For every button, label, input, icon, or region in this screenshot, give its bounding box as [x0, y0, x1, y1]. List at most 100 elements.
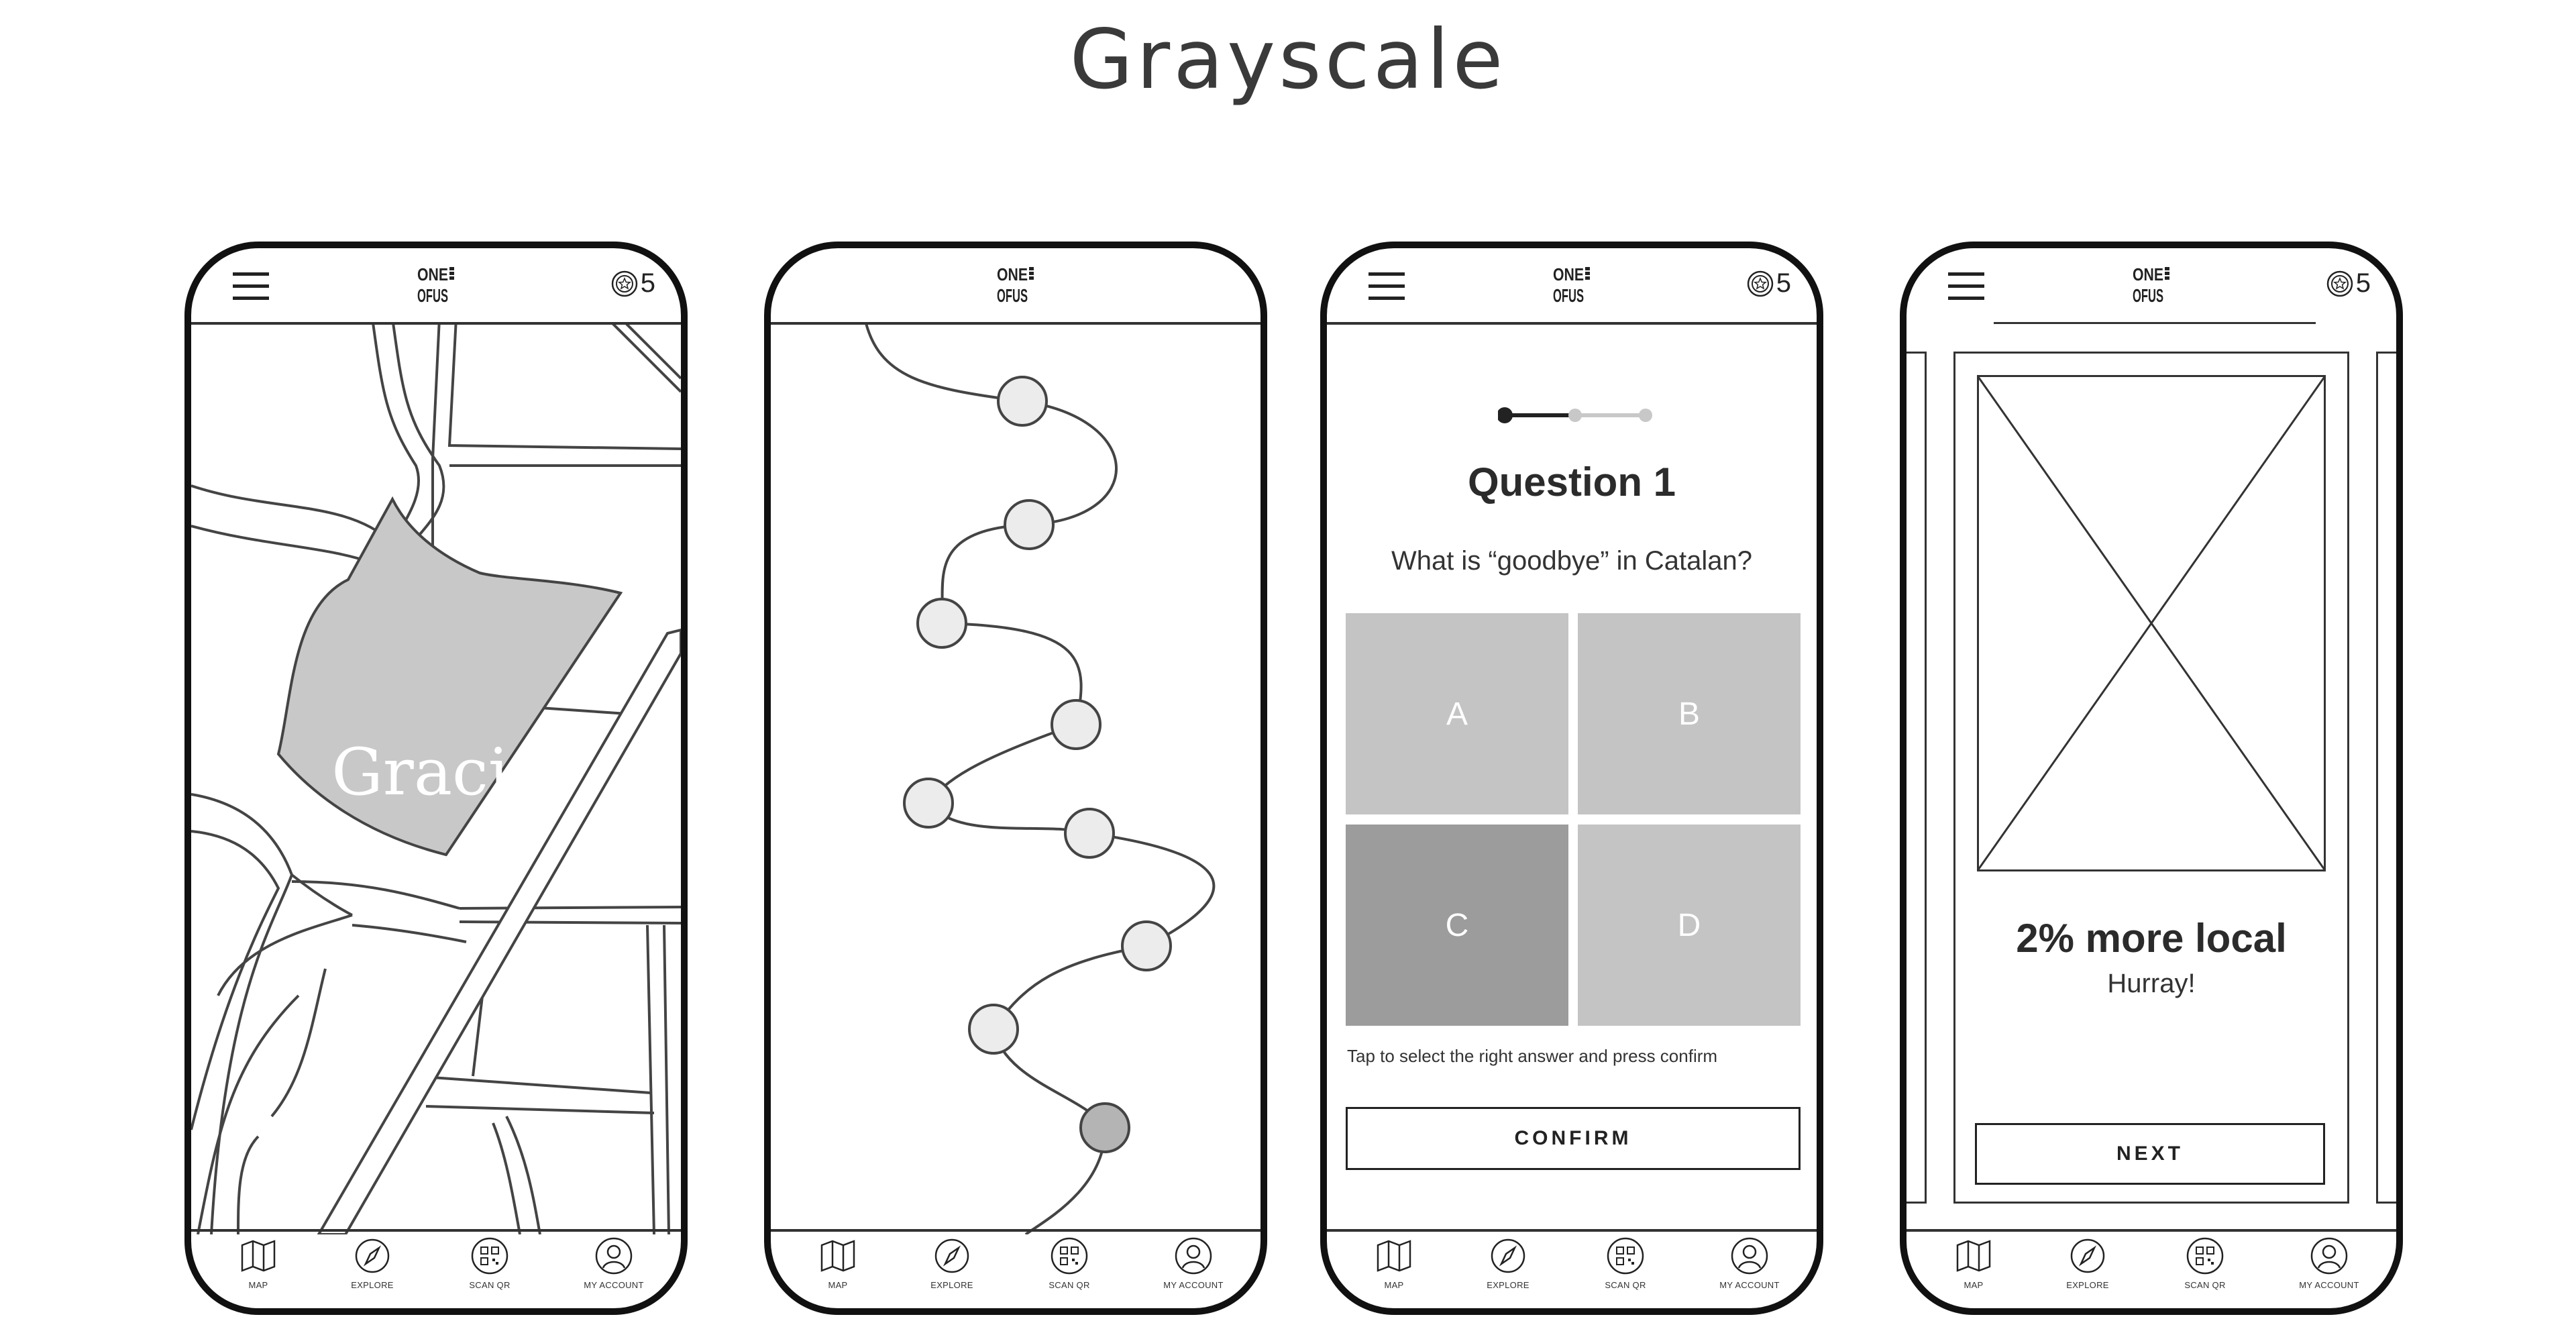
- tab-scan-qr[interactable]: SCAN QR: [1029, 1236, 1110, 1303]
- street-map[interactable]: Gracia: [191, 325, 681, 1234]
- tab-label: MY ACCOUNT: [1163, 1280, 1224, 1290]
- journey-node[interactable]: [1004, 499, 1055, 550]
- journey-node[interactable]: [1079, 1102, 1130, 1153]
- header-divider: [771, 322, 1260, 325]
- coin-count: 5: [1776, 268, 1791, 298]
- tab-scan-qr[interactable]: SCAN QR: [1585, 1236, 1666, 1303]
- tab-label: MAP: [248, 1280, 268, 1290]
- tab-map[interactable]: MAP: [798, 1236, 878, 1303]
- answer-hint: Tap to select the right answer and press…: [1347, 1046, 1718, 1066]
- tab-label: EXPLORE: [930, 1280, 973, 1290]
- tab-label: SCAN QR: [1605, 1280, 1646, 1290]
- answer-option-b[interactable]: B: [1578, 613, 1801, 814]
- coin-balance[interactable]: 5: [611, 268, 655, 299]
- journey-node[interactable]: [1064, 808, 1115, 859]
- journey-node[interactable]: [903, 778, 954, 829]
- map-view[interactable]: Gracia: [191, 325, 681, 1234]
- tab-my-account[interactable]: MY ACCOUNT: [2289, 1236, 2369, 1303]
- hamburger-menu-icon[interactable]: [1948, 272, 1984, 301]
- gracia-district-region[interactable]: [276, 496, 623, 857]
- account-icon: [595, 1237, 633, 1275]
- qr-icon: [1607, 1237, 1644, 1275]
- svg-text:ONE: ONE: [417, 264, 448, 284]
- account-icon: [1731, 1237, 1768, 1275]
- qr-icon: [2186, 1237, 2224, 1275]
- tab-scan-qr[interactable]: SCAN QR: [2165, 1236, 2245, 1303]
- tab-explore[interactable]: EXPLORE: [2047, 1236, 2128, 1303]
- tab-label: SCAN QR: [2184, 1280, 2226, 1290]
- hamburger-menu-icon[interactable]: [1368, 272, 1405, 301]
- bottom-tab-bar: MAP EXPLORE SCAN QR MY ACCOUNT: [1327, 1229, 1817, 1308]
- tab-label: EXPLORE: [351, 1280, 394, 1290]
- map-icon: [820, 1240, 855, 1272]
- result-view: 2% more local Hurray! NEXT: [1907, 325, 2396, 1234]
- progress-dot: [1568, 409, 1582, 422]
- journey-path: [865, 325, 1216, 1234]
- tab-label: MY ACCOUNT: [1719, 1280, 1780, 1290]
- compass-icon: [2070, 1238, 2105, 1273]
- compass-icon: [934, 1238, 969, 1273]
- tab-my-account[interactable]: MY ACCOUNT: [1153, 1236, 1234, 1303]
- map-icon: [1377, 1240, 1411, 1272]
- answer-option-d[interactable]: D: [1578, 825, 1801, 1026]
- tab-map[interactable]: MAP: [218, 1236, 299, 1303]
- previous-card-edge: [1907, 352, 1927, 1204]
- journey-node[interactable]: [968, 1004, 1019, 1055]
- tab-label: EXPLORE: [1487, 1280, 1529, 1290]
- svg-text:ONE: ONE: [997, 264, 1028, 284]
- page-title: Grayscale: [1069, 12, 1507, 107]
- quiz-view: Question 1 What is “goodbye” in Catalan?…: [1327, 325, 1817, 1234]
- result-subtitle: Hurray!: [2107, 969, 2196, 998]
- journey-node[interactable]: [916, 598, 967, 649]
- bottom-tab-bar: MAP EXPLORE SCAN QR MY ACCOUNT: [771, 1229, 1260, 1308]
- answer-option-a[interactable]: A: [1346, 613, 1568, 814]
- tab-label: EXPLORE: [2066, 1280, 2109, 1290]
- journey-node[interactable]: [1051, 699, 1102, 750]
- tab-my-account[interactable]: MY ACCOUNT: [1709, 1236, 1790, 1303]
- tab-map[interactable]: MAP: [1354, 1236, 1434, 1303]
- next-button[interactable]: NEXT: [1975, 1123, 2325, 1185]
- answer-option-c[interactable]: C: [1346, 825, 1568, 1026]
- map-icon: [1956, 1240, 1991, 1272]
- question-text: What is “goodbye” in Catalan?: [1391, 546, 1753, 576]
- tab-scan-qr[interactable]: SCAN QR: [449, 1236, 530, 1303]
- progress-dot: [1639, 409, 1652, 422]
- tab-my-account[interactable]: MY ACCOUNT: [574, 1236, 654, 1303]
- journey-node[interactable]: [997, 376, 1048, 427]
- result-title: 2% more local: [2016, 916, 2287, 961]
- hamburger-menu-icon[interactable]: [233, 272, 269, 301]
- journey-node[interactable]: [1121, 920, 1172, 971]
- header-divider: [1327, 322, 1817, 325]
- coin-balance[interactable]: 5: [1747, 268, 1791, 299]
- progress-dot: [1498, 407, 1513, 423]
- tab-explore[interactable]: EXPLORE: [912, 1236, 992, 1303]
- coin-icon: [1747, 270, 1773, 297]
- coin-icon: [2326, 270, 2353, 297]
- tab-label: SCAN QR: [1049, 1280, 1090, 1290]
- district-label: Gracia: [331, 735, 547, 810]
- qr-icon: [1051, 1237, 1088, 1275]
- tab-explore[interactable]: EXPLORE: [1468, 1236, 1548, 1303]
- qr-icon: [471, 1237, 508, 1275]
- compass-icon: [355, 1238, 390, 1273]
- tab-label: MAP: [1964, 1280, 1984, 1290]
- tab-explore[interactable]: EXPLORE: [332, 1236, 413, 1303]
- next-card-edge: [2376, 352, 2396, 1204]
- coin-balance[interactable]: 5: [2326, 268, 2371, 299]
- coin-icon: [611, 270, 637, 297]
- header-divider: [191, 322, 681, 325]
- tab-map[interactable]: MAP: [1933, 1236, 2014, 1303]
- svg-text:OFUS: OFUS: [1553, 285, 1584, 306]
- result-card: [1953, 352, 2349, 1204]
- svg-text:ONE: ONE: [1553, 264, 1584, 284]
- confirm-button[interactable]: CONFIRM: [1346, 1107, 1801, 1170]
